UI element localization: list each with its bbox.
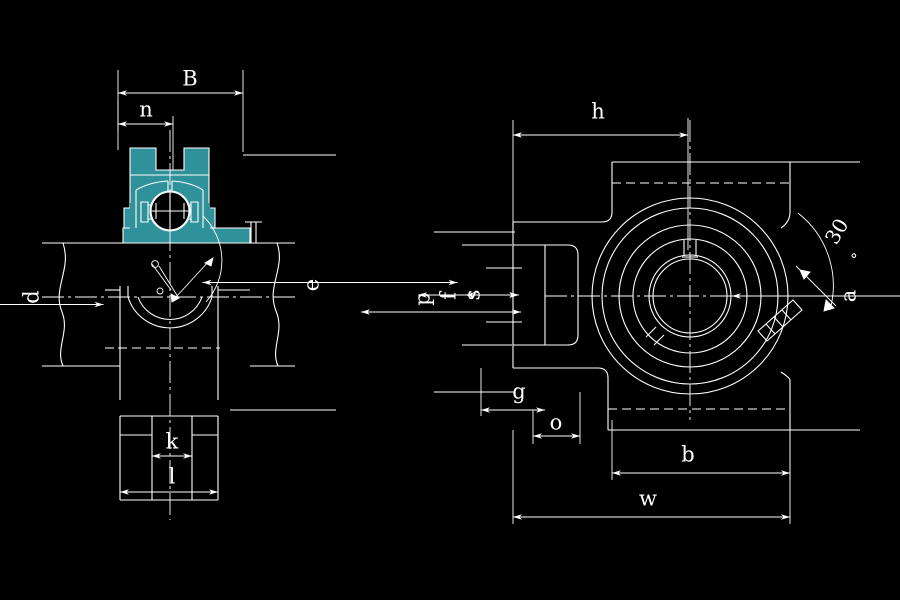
dimension-g bbox=[480, 368, 545, 416]
dimension-d bbox=[0, 242, 104, 367]
dimension-h bbox=[512, 118, 689, 250]
label-g: g bbox=[512, 380, 525, 404]
label-degree-symbol: ° bbox=[847, 250, 866, 265]
dimension-e bbox=[202, 154, 458, 411]
label-k: k bbox=[166, 430, 179, 454]
mounting-boss bbox=[513, 245, 578, 345]
dimension-w bbox=[512, 430, 791, 524]
side-view: h p f s a g o b w 30 ° bbox=[361, 100, 900, 524]
label-w: w bbox=[639, 487, 657, 511]
label-p: p bbox=[411, 292, 435, 305]
label-B: B bbox=[182, 67, 197, 91]
label-a: a bbox=[837, 290, 861, 303]
dimension-B bbox=[117, 70, 244, 152]
label-o: o bbox=[550, 411, 563, 435]
dimension-s bbox=[465, 267, 522, 323]
label-l: l bbox=[169, 465, 176, 489]
label-f: f bbox=[437, 290, 461, 300]
label-angle-30: 30 bbox=[820, 214, 854, 248]
dimension-p bbox=[361, 231, 521, 393]
dimension-n bbox=[117, 100, 174, 175]
dimension-o bbox=[532, 392, 581, 444]
bearing-housing-section bbox=[122, 147, 262, 244]
label-n: n bbox=[139, 98, 153, 122]
label-d: d bbox=[20, 290, 44, 303]
housing-outline bbox=[513, 162, 860, 430]
label-s: s bbox=[461, 290, 485, 301]
label-b: b bbox=[681, 443, 694, 467]
label-degree-glyph: ° bbox=[847, 250, 866, 265]
bearing-circles bbox=[545, 120, 860, 420]
front-section-view: B n d e k l bbox=[0, 67, 458, 520]
label-angle-value: 30 bbox=[820, 214, 854, 248]
dimension-b bbox=[611, 420, 791, 480]
label-e: e bbox=[300, 279, 324, 291]
label-h: h bbox=[591, 100, 605, 124]
takeup-slot bbox=[120, 416, 218, 500]
